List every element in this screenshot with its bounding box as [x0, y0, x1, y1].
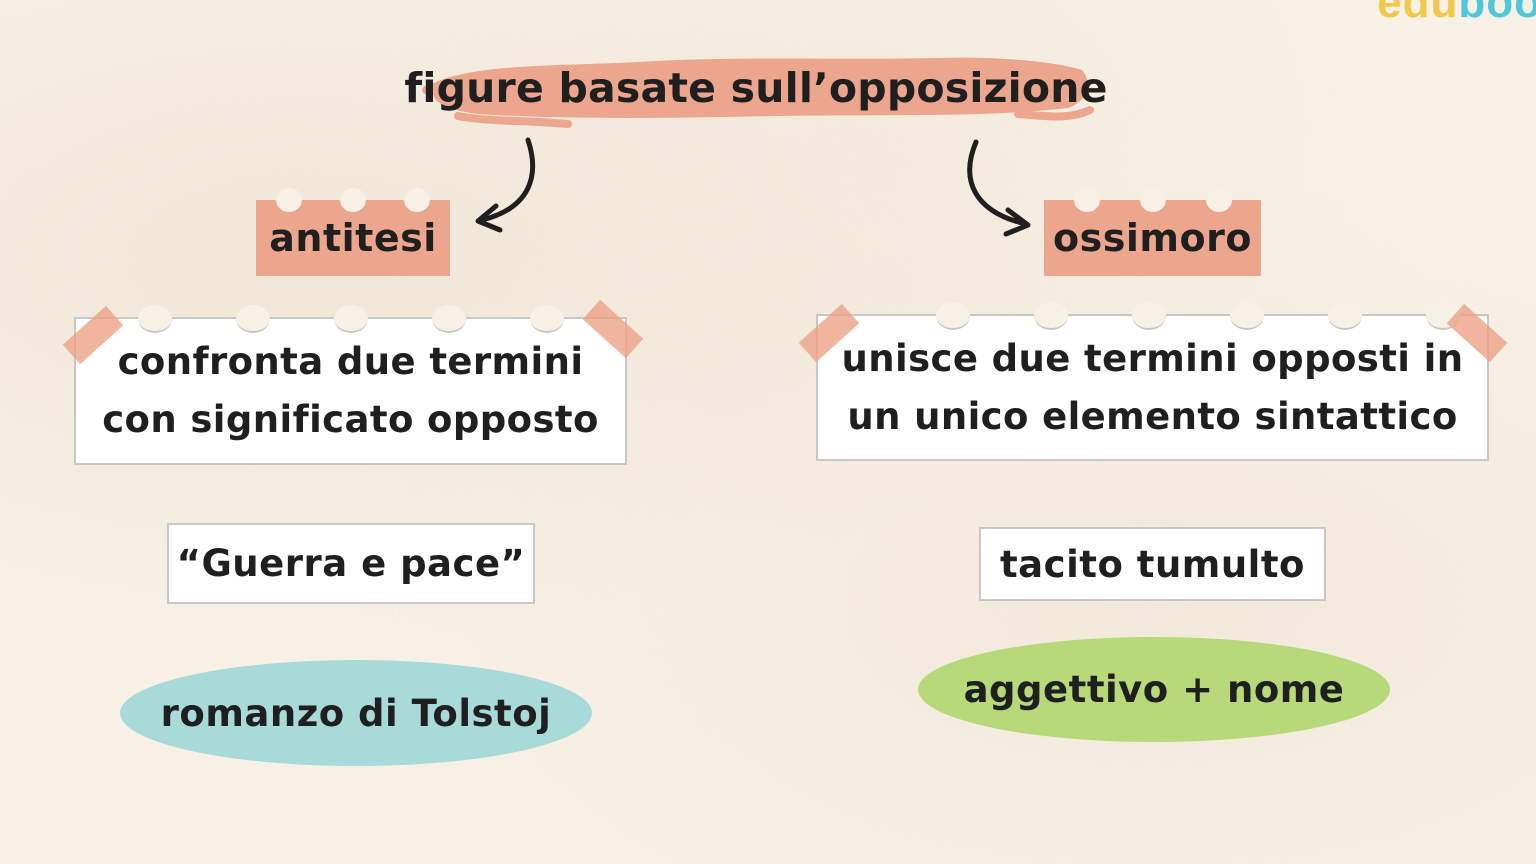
tag-notch — [1140, 188, 1166, 212]
definition-line: un unico elemento sintattico — [847, 394, 1458, 438]
card-bite — [1034, 302, 1068, 330]
example-text: tacito tumulto — [1000, 542, 1305, 586]
card-bite — [936, 302, 970, 330]
tag-notch — [340, 188, 366, 212]
note-ellipse-antitesi: romanzo di Tolstoj — [120, 660, 592, 766]
card-bite — [530, 305, 564, 333]
definition-card-antitesi: confronta due termini con significato op… — [74, 305, 627, 465]
card-bite — [1132, 302, 1166, 330]
tag-label: antitesi — [269, 216, 437, 260]
tag-notch — [1206, 188, 1232, 212]
tag-label: ossimoro — [1053, 216, 1252, 260]
note-text: romanzo di Tolstoj — [160, 691, 552, 735]
example-text: “Guerra e pace” — [176, 542, 526, 585]
tag-notch — [1074, 188, 1100, 212]
card-bite — [1328, 302, 1362, 330]
diagram-title: figure basate sull’opposizione — [404, 64, 1108, 112]
definition-line: con significato opposto — [102, 398, 599, 441]
brand-logo: eduboo — [1377, 0, 1536, 27]
example-box-ossimoro: tacito tumulto — [979, 527, 1326, 601]
definition-card-ossimoro: unisce due termini opposti in un unico e… — [816, 302, 1489, 461]
card-bite — [138, 305, 172, 333]
tag-antitesi: antitesi — [256, 188, 450, 276]
tag-ossimoro: ossimoro — [1044, 188, 1261, 276]
definition-text: unisce due termini opposti in un unico e… — [842, 330, 1464, 446]
curved-arrow-left-icon — [475, 137, 536, 233]
example-box-antitesi: “Guerra e pace” — [167, 523, 535, 604]
note-text: aggettivo + nome — [963, 668, 1345, 711]
tag-notch — [404, 188, 430, 212]
definition-line: unisce due termini opposti in — [841, 336, 1464, 380]
curved-arrow-right-icon — [967, 139, 1031, 237]
title-brush-stroke — [422, 57, 1094, 128]
note-ellipse-ossimoro: aggettivo + nome — [918, 637, 1390, 742]
definition-text: confronta due termini con significato op… — [102, 333, 599, 449]
card-bite — [1230, 302, 1264, 330]
tag-notch — [276, 188, 302, 212]
card-bite — [236, 305, 270, 333]
card-bite — [334, 305, 368, 333]
card-bite — [432, 305, 466, 333]
definition-line: confronta due termini — [117, 340, 584, 383]
